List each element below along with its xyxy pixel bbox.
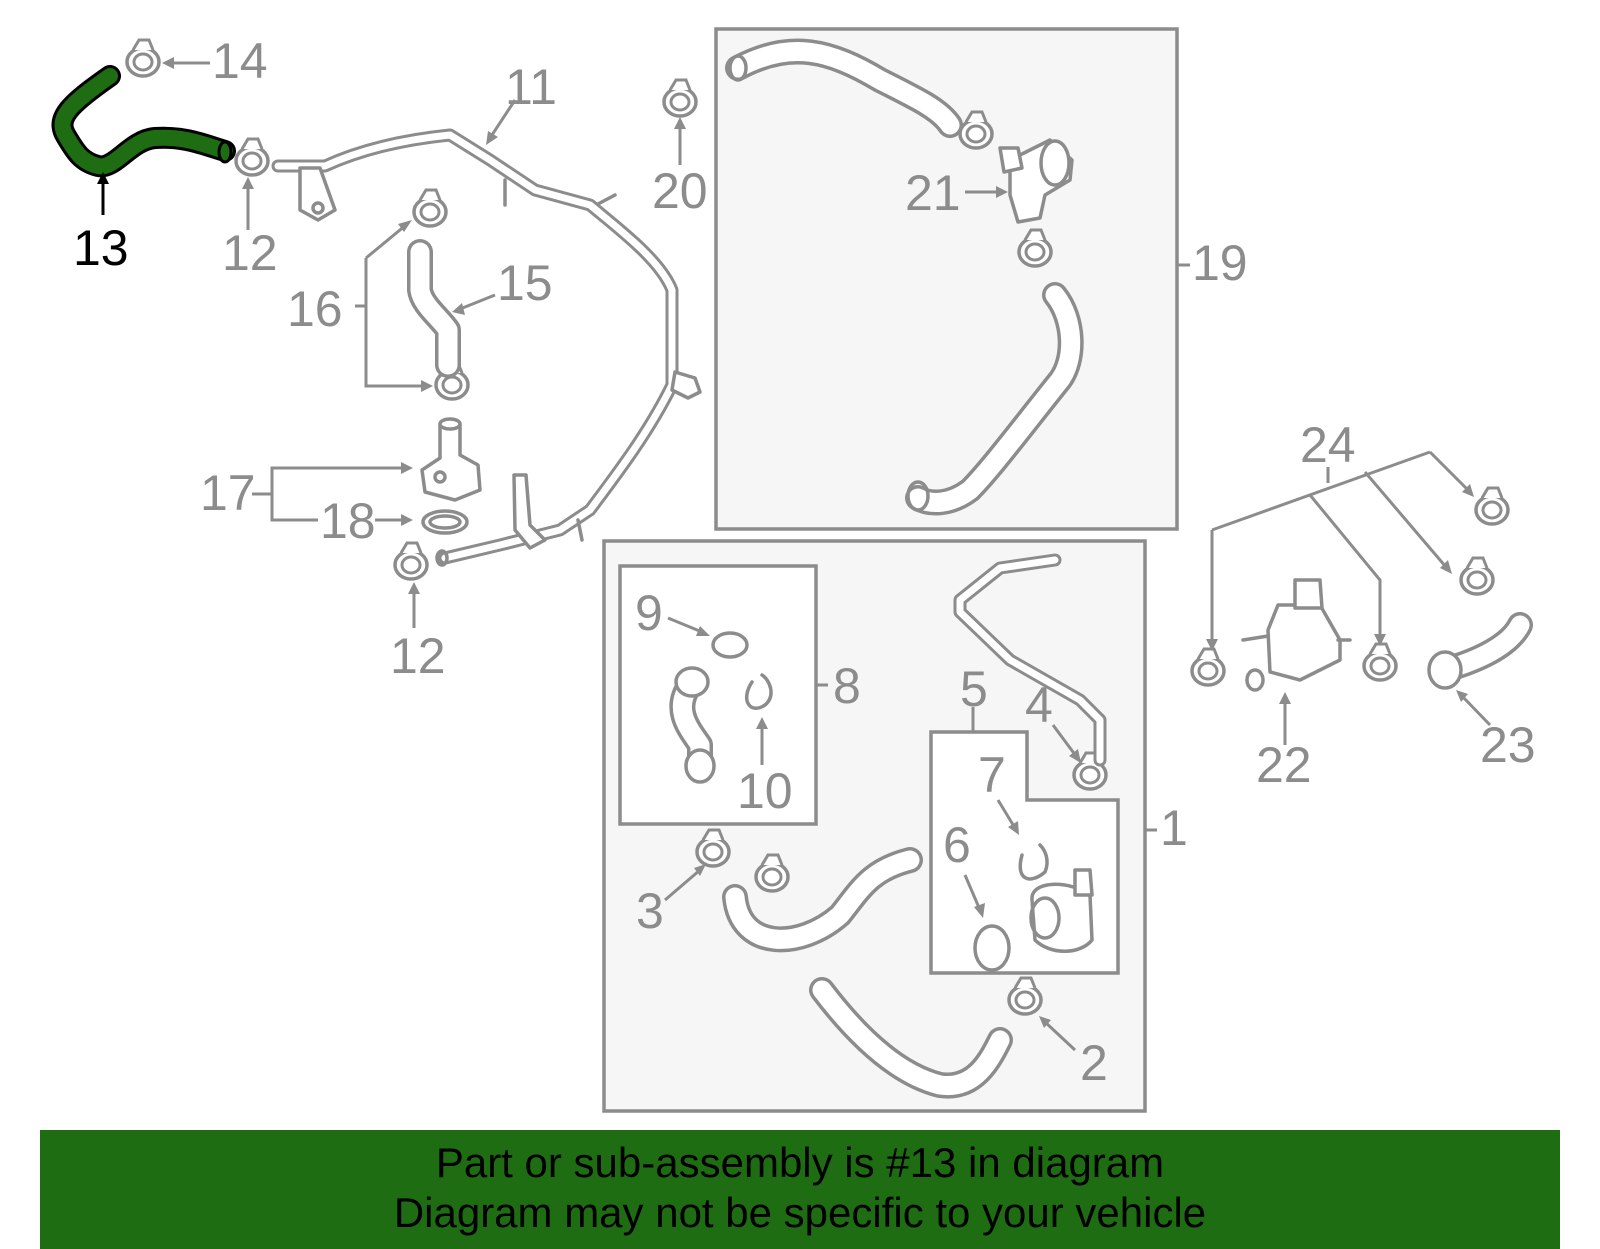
callout-20: 20 — [652, 163, 708, 219]
clamp-20-icon — [662, 78, 698, 118]
part-21-valve — [998, 138, 1074, 224]
callout-11: 11 — [505, 59, 557, 115]
banner-line-2: Diagram may not be specific to your vehi… — [393, 1189, 1207, 1236]
part-2-hose — [809, 977, 1013, 1099]
part-11-pipe — [271, 128, 702, 567]
callout-16: 16 — [287, 281, 343, 337]
part-7-clip — [1018, 843, 1049, 881]
callout-3: 3 — [636, 883, 664, 939]
part-13-hose-highlighted — [51, 65, 236, 178]
banner-line-1: Part or sub-assembly is #13 in diagram — [435, 1139, 1165, 1186]
callout-10: 10 — [737, 763, 793, 819]
clamp-14-icon — [125, 38, 161, 78]
clamp-24a-icon — [1190, 647, 1226, 687]
info-banner: Part or sub-assembly is #13 in diagram D… — [40, 1130, 1560, 1249]
clamp-12-lower-icon — [393, 541, 429, 581]
part-18-oring — [421, 509, 469, 535]
callout-7: 7 — [978, 747, 1006, 803]
clamp-24d-icon — [1474, 486, 1510, 526]
callout-15: 15 — [497, 255, 553, 311]
part-23-hose — [1427, 612, 1533, 690]
callout-22: 22 — [1256, 737, 1312, 793]
part-3-hose — [722, 847, 923, 953]
callout-13: 13 — [73, 220, 129, 276]
part-19-hoses — [725, 38, 1084, 516]
callout-21: 21 — [905, 165, 961, 221]
part-8-fitting — [669, 666, 716, 784]
callout-5: 5 — [960, 661, 988, 717]
part-22-valve — [1241, 578, 1352, 692]
part-5-pump — [1029, 868, 1094, 953]
callout-24: 24 — [1300, 417, 1356, 473]
callout-12-lower: 12 — [390, 628, 446, 684]
clamp-12-upper-icon — [234, 137, 270, 177]
callout-9: 9 — [635, 585, 663, 641]
part-17-outlet — [420, 417, 482, 502]
clamp-24c-icon — [1459, 556, 1495, 596]
callout-4: 4 — [1025, 677, 1053, 733]
clamp-16-upper-icon — [412, 188, 448, 228]
callout-8: 8 — [833, 658, 861, 714]
callout-2: 2 — [1080, 1035, 1108, 1091]
leader-lines — [97, 57, 1492, 1052]
callout-14: 14 — [212, 33, 268, 89]
callout-19: 19 — [1192, 235, 1248, 291]
box-assembly-8 — [618, 564, 818, 826]
part-9-oring — [711, 631, 749, 659]
part-10-clip — [745, 673, 773, 710]
callout-12-upper: 12 — [222, 225, 278, 281]
part-1-tube — [953, 553, 1107, 767]
part-15-hose — [407, 239, 461, 378]
part-6-oring — [973, 924, 1011, 972]
callout-17: 17 — [200, 465, 256, 521]
callout-numbers: 14 13 12 11 20 21 19 15 16 17 18 12 9 8 … — [73, 33, 1536, 1091]
callout-18: 18 — [320, 493, 376, 549]
callout-1: 1 — [1160, 800, 1188, 856]
clamp-24b-icon — [1362, 642, 1398, 682]
callout-23: 23 — [1480, 717, 1536, 773]
callout-6: 6 — [943, 817, 971, 873]
